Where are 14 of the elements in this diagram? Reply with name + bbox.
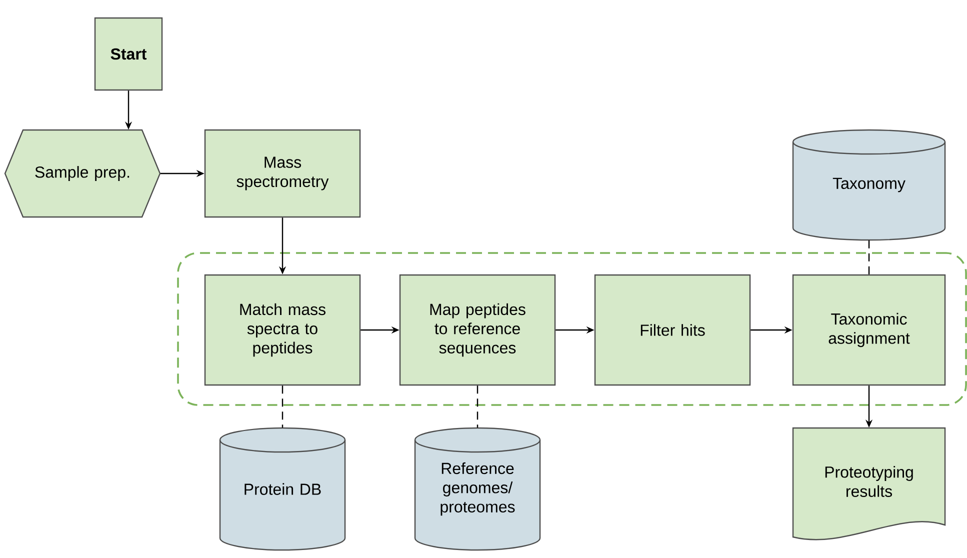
preparation-hexagon: Sample prep. — [4, 129, 161, 218]
database-cylinder: Reference genomes/ proteomes — [414, 427, 541, 551]
process-box: Taxonomic assignment — [792, 274, 946, 386]
process-box: Mass spectrometry — [204, 129, 361, 218]
database-cylinder: Taxonomy — [792, 129, 946, 241]
process-box: Start — [94, 17, 163, 91]
process-box: Map peptides to reference sequences — [399, 274, 556, 386]
database-cylinder: Protein DB — [219, 427, 346, 551]
dashed-connector — [282, 386, 284, 428]
process-box: Filter hits — [594, 274, 751, 386]
process-box: Match mass spectra to peptides — [204, 274, 361, 386]
dashed-connector — [868, 240, 870, 274]
dashed-group-frame — [177, 252, 967, 406]
dashed-connector — [476, 386, 478, 428]
